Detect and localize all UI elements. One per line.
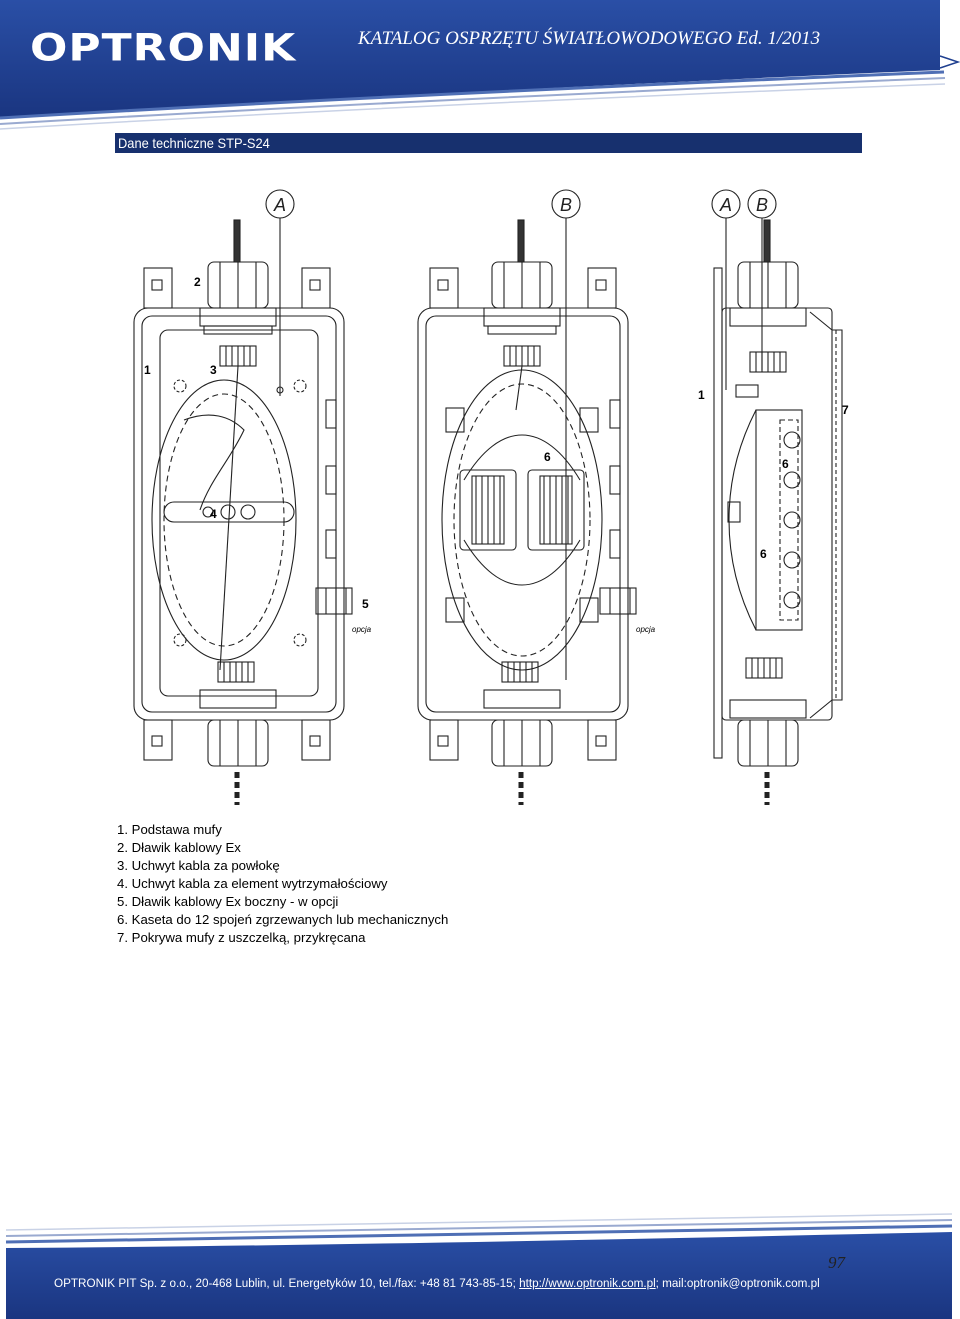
callout-1-side: 1 xyxy=(698,388,705,402)
callout-1: 1 xyxy=(144,363,151,377)
callout-6-middle: 6 xyxy=(544,450,551,464)
callout-2: 2 xyxy=(194,275,201,289)
detail-marker-a-side: A xyxy=(719,195,732,215)
legend-item: 5. Dławik kablowy Ex boczny - w opcji xyxy=(117,894,339,909)
option-label-left: opcja xyxy=(352,625,372,634)
view-front-with-cassettes xyxy=(417,189,637,805)
detail-marker-a: A xyxy=(273,195,286,215)
callout-6-side-top: 6 xyxy=(782,457,789,471)
page-header: OPTRONIK KATALOG OSPRZĘTU ŚWIATŁOWODOWEG… xyxy=(0,0,960,132)
view-front-base xyxy=(133,189,353,805)
callout-3: 3 xyxy=(210,363,217,377)
legend-item: 6. Kaseta do 12 spojeń zgrzewanych lub m… xyxy=(117,912,449,927)
section-title: Dane techniczne STP-S24 xyxy=(118,135,270,151)
legend-item: 4. Uchwyt kabla za element wytrzymałości… xyxy=(117,876,388,891)
header-banner xyxy=(0,0,960,130)
option-label-middle: opcja xyxy=(636,625,656,634)
company-logo: OPTRONIK xyxy=(30,26,297,70)
section-title-bar: Dane techniczne STP-S24 xyxy=(115,133,862,153)
legend-item: 7. Pokrywa mufy z uszczelką, przykręcana xyxy=(117,930,366,945)
view-side-section xyxy=(711,189,843,805)
website-link[interactable]: http://www.optronik.com.pl xyxy=(519,1276,656,1290)
detail-marker-b-side: B xyxy=(756,195,768,215)
callout-5: 5 xyxy=(362,597,369,611)
footer-contact: OPTRONIK PIT Sp. z o.o., 20-468 Lublin, … xyxy=(54,1276,820,1290)
page-number: 97 xyxy=(828,1253,845,1272)
parts-legend: 1. Podstawa mufy 2. Dławik kablowy Ex 3.… xyxy=(117,821,448,947)
page-footer xyxy=(0,1208,960,1319)
footer-banner xyxy=(5,1213,953,1319)
technical-drawing: A B A B 2 1 3 4 5 opcja 6 opcja 1 7 6 6 xyxy=(133,189,849,805)
legend-item: 3. Uchwyt kabla za powłokę xyxy=(117,858,280,873)
footer-mail: ; mail:optronik@optronik.com.pl xyxy=(655,1276,820,1290)
catalog-title: KATALOG OSPRZĘTU ŚWIATŁOWODOWEGO Ed. 1/2… xyxy=(358,28,821,49)
detail-marker-b: B xyxy=(560,195,572,215)
callout-6-side-bottom: 6 xyxy=(760,547,767,561)
footer-company: OPTRONIK PIT Sp. z o.o., 20-468 Lublin, … xyxy=(54,1276,516,1290)
callout-4: 4 xyxy=(210,507,217,521)
legend-item: 2. Dławik kablowy Ex xyxy=(117,840,241,855)
callout-7: 7 xyxy=(842,403,849,417)
legend-item: 1. Podstawa mufy xyxy=(117,822,222,837)
